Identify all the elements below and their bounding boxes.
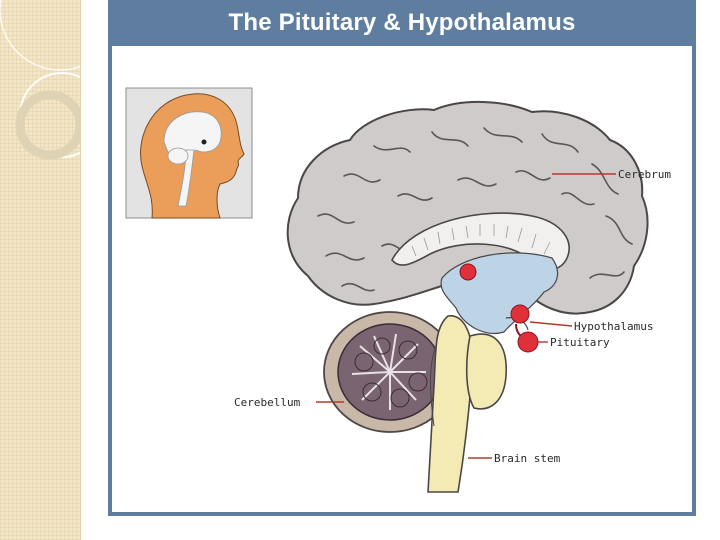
label-pituitary: Pituitary bbox=[550, 336, 610, 349]
decorative-side-strip bbox=[0, 0, 81, 540]
brain-figure: The Pituitary & Hypothalamus bbox=[108, 0, 696, 516]
decorative-rings bbox=[0, 0, 80, 160]
label-cerebellum: Cerebellum bbox=[234, 396, 301, 409]
inset-stem bbox=[177, 149, 195, 207]
label-brain-stem: Brain stem bbox=[494, 452, 561, 465]
label-cerebrum: Cerebrum bbox=[618, 168, 671, 181]
figure-canvas: Cerebrum Hypothalamus Pituitary Cerebell… bbox=[112, 46, 692, 512]
brain-diagram: Cerebrum Hypothalamus Pituitary Cerebell… bbox=[125, 87, 671, 493]
head-inset bbox=[125, 87, 253, 219]
pineal-marker bbox=[459, 263, 477, 281]
pituitary-marker bbox=[517, 331, 539, 353]
cerebellum bbox=[323, 311, 457, 433]
hypothalamus-marker bbox=[510, 304, 530, 324]
label-hypothalamus: Hypothalamus bbox=[574, 320, 653, 333]
pons bbox=[465, 333, 507, 410]
figure-title: The Pituitary & Hypothalamus bbox=[228, 9, 576, 36]
